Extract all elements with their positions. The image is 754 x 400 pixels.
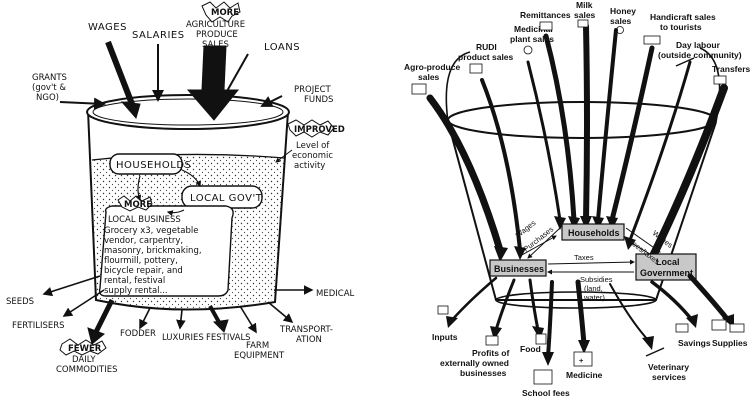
inputs-icon (438, 306, 448, 314)
festivals-label: FESTIVALS (206, 333, 251, 343)
grants-label-1: GRANTS (32, 73, 67, 83)
improved-line-2: economic (292, 151, 333, 161)
agriculture-label: AGRICULTURE (186, 20, 245, 30)
remittances-label: Remittances (520, 10, 571, 20)
transfers-icon (714, 76, 726, 84)
biz-line-4: masonry, brickmaking, (104, 246, 202, 256)
medical-label: MEDICAL (316, 289, 355, 299)
biz-line-1: LOCAL BUSINESS (108, 215, 181, 225)
profits-label-3: businesses (460, 368, 507, 378)
milk-label-2: sales (574, 10, 596, 20)
day-labour-label-2: (outside community) (658, 50, 742, 60)
right-businesses-label: Businesses (494, 264, 544, 274)
right-local-gov-label-2: Government (640, 268, 693, 278)
left-bucket-rim (87, 95, 289, 129)
commodities-label: COMMODITIES (56, 365, 118, 375)
seeds-label: SEEDS (6, 297, 34, 307)
improved-line-1: Level of (296, 141, 330, 151)
agro-icon (412, 84, 426, 94)
improved-label: IMPROVED (294, 125, 345, 135)
luxuries-label: LUXURIES (162, 333, 204, 343)
medicine-label: Medicine (566, 370, 603, 380)
food-label: Food (520, 344, 541, 354)
grants-label-3: NGO) (36, 93, 59, 103)
savings-icon (676, 324, 688, 332)
supplies-label: Supplies (712, 338, 748, 348)
biz-line-7: rental, festival (104, 276, 165, 286)
computer-icon (712, 320, 726, 330)
school-fees-label: School fees (522, 388, 570, 398)
agro-label-1: Agro-produce (404, 62, 460, 72)
fertilisers-label: FERTILISERS (12, 321, 65, 331)
veterinary-label-1: Veterinary (648, 362, 689, 372)
food-icon (536, 334, 546, 344)
sales-label: SALES (202, 40, 229, 50)
day-labour-label-1: Day labour (676, 40, 721, 50)
fodder-label: FODDER (120, 329, 156, 339)
profits-icon (486, 336, 498, 345)
subsidies-label-2: (land, (584, 284, 603, 293)
veterinary-label-2: services (652, 372, 686, 382)
school-icon (534, 370, 552, 384)
project-funds-label-2: FUNDS (304, 95, 333, 105)
salaries-label: SALARIES (132, 30, 185, 41)
biz-line-8: supply rental... (104, 286, 168, 296)
rudi-icon (470, 64, 482, 73)
farm-label: FARM (246, 341, 269, 351)
left-local-govt-label: LOCAL GOV'T (190, 193, 263, 204)
milk-icon (578, 20, 588, 27)
transfers-label: Transfers (712, 64, 751, 74)
improved-line-3: activity (294, 161, 325, 171)
remittance-icon (540, 22, 552, 30)
rudi-label-2: product sales (458, 52, 514, 62)
honey-label-2: sales (610, 16, 632, 26)
medicinal-label-2: plant sales (510, 34, 554, 44)
milk-label-1: Milk (576, 0, 593, 10)
subsidies-label-3: water) (583, 293, 605, 302)
handicraft-icon (644, 36, 660, 44)
fewer-label: FEWER (68, 344, 102, 354)
equipment-label: EQUIPMENT (234, 351, 285, 361)
biz-line-6: bicycle repair, and (104, 266, 183, 276)
subsidies-label-1: Subsidies (580, 275, 613, 284)
handicraft-label-1: Handicraft sales (650, 12, 716, 22)
more-label: MORE (211, 8, 239, 18)
project-funds-label-1: PROJECT (294, 85, 332, 95)
biz-line-2: Grocery x3, vegetable (104, 226, 198, 236)
agro-label-2: sales (418, 72, 440, 82)
daily-label: DAILY (72, 355, 96, 365)
wages-label: WAGES (88, 22, 127, 33)
right-households-label: Households (568, 228, 620, 238)
left-more-label: MORE (124, 200, 152, 210)
grants-label-2: (gov't & (32, 83, 66, 93)
plant-icon (524, 46, 532, 54)
honey-label-1: Honey (610, 6, 636, 16)
left-households-label: HOUSEHOLDS (116, 160, 191, 171)
left-hand-drawn-bucket: WAGES SALARIES MORE AGRICULTURE PRODUCE … (6, 2, 355, 375)
biz-line-3: vendor, carpentry, (104, 236, 183, 246)
inputs-label: Inputs (432, 332, 458, 342)
handicraft-label-2: to tourists (660, 22, 702, 32)
transportation-label-1: TRANSPORT- (279, 325, 333, 335)
more-agriculture-badge: MORE AGRICULTURE PRODUCE SALES (186, 2, 245, 50)
syringe-icon (646, 348, 664, 356)
transportation-label-2: ATION (296, 335, 322, 345)
savings-label: Savings (678, 338, 711, 348)
medicine-cross-icon: + (579, 356, 584, 365)
profits-label-1: Profits of (472, 348, 509, 358)
loans-label: LOANS (264, 42, 300, 53)
profits-label-2: externally owned (440, 358, 509, 368)
right-printed-bucket: Agro-produce sales RUDI product sales Me… (404, 0, 751, 398)
produce-label: PRODUCE (196, 30, 238, 40)
taxes-label: Taxes (574, 253, 594, 262)
printer-icon (730, 324, 744, 332)
rudi-label-1: RUDI (476, 42, 497, 52)
biz-line-5: flourmill, pottery, (104, 256, 178, 266)
